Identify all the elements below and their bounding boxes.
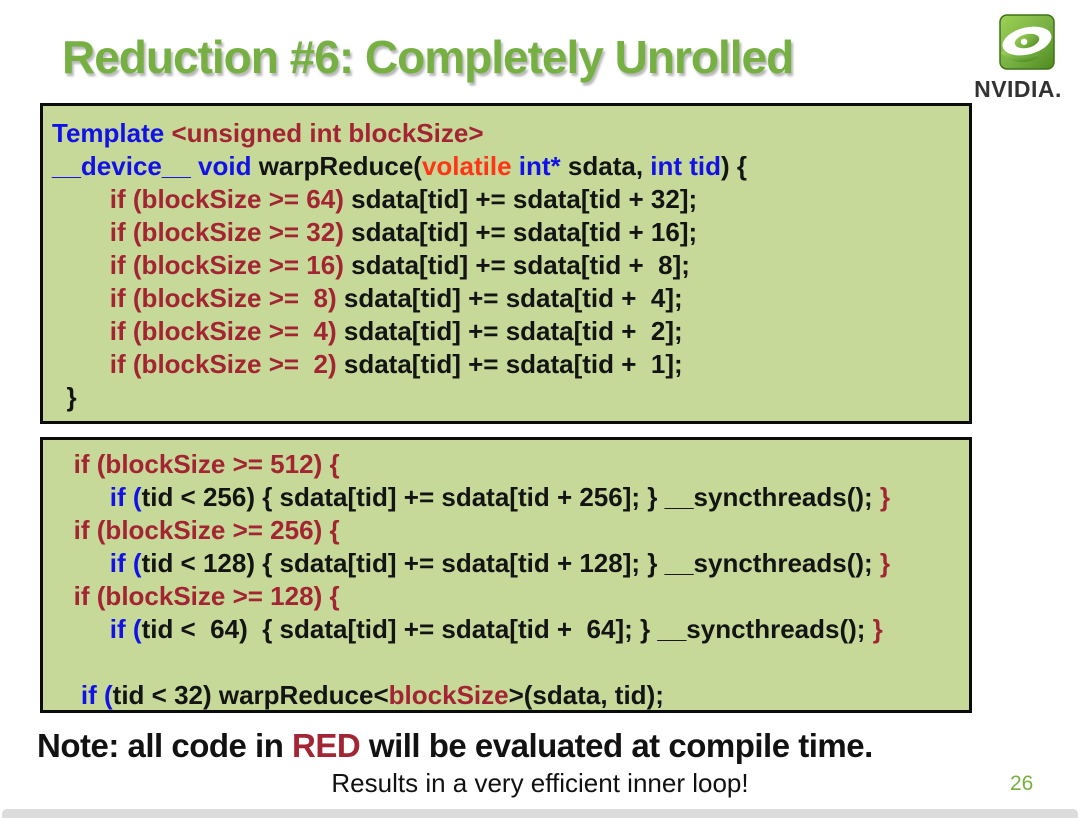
code-line: }: [52, 381, 969, 414]
code-segment: if (: [80, 680, 113, 710]
code-segment: [52, 548, 110, 578]
code-segment: [52, 349, 110, 379]
code-segment: [52, 449, 74, 479]
code-line: if (tid < 32) warpReduce<blockSize>(sdat…: [52, 679, 969, 710]
code-segment: }: [879, 482, 891, 512]
code-segment: __device__ void: [52, 151, 259, 181]
window-bottom-scrollbar[interactable]: [2, 809, 1078, 818]
code-line: if (blockSize >= 16) sdata[tid] += sdata…: [52, 249, 969, 282]
footer-caption: Results in a very efficient inner loop!: [331, 768, 749, 798]
code-line: if (blockSize >= 64) sdata[tid] += sdata…: [52, 183, 969, 216]
slide-title: Reduction #6: Completely Unrolled: [62, 31, 794, 83]
code-line: if (tid < 64) { sdata[tid] += sdata[tid …: [52, 613, 969, 646]
code-segment: if (: [109, 482, 142, 512]
code-segment: if (blockSize >= 8): [109, 283, 337, 313]
code-segment: ) {: [721, 151, 748, 181]
code-segment: volatile: [421, 151, 512, 181]
code-segment: blockSize: [388, 680, 509, 710]
note-text-prefix: Note: all code in: [37, 727, 293, 764]
code-line: if (blockSize >= 2) sdata[tid] += sdata[…: [52, 348, 969, 381]
code-segment: [52, 614, 110, 644]
code-segment: if (: [109, 548, 142, 578]
code-line: if (blockSize >= 256) {: [52, 514, 969, 547]
code-segment: if (blockSize >= 2): [109, 349, 337, 379]
code-segment: <unsigned int blockSize>: [171, 118, 484, 148]
nvidia-logo: NVIDIA.: [960, 14, 1076, 103]
code-segment: }: [879, 548, 891, 578]
compile-time-note: Note: all code in RED will be evaluated …: [37, 727, 873, 765]
code-box-warpreduce: Template <unsigned int blockSize>__devic…: [40, 103, 972, 424]
code-line: Template <unsigned int blockSize>: [52, 117, 969, 150]
code-segment: tid < 256) { sdata[tid] += sdata[tid + 2…: [141, 482, 880, 512]
code-segment: if (: [109, 614, 142, 644]
code-segment: [52, 482, 110, 512]
code-segment: sdata,: [560, 151, 651, 181]
code-line: if (blockSize >= 32) sdata[tid] += sdata…: [52, 216, 969, 249]
code-segment: [52, 184, 110, 214]
code-segment: if (blockSize >= 128) {: [73, 581, 340, 611]
code-segment: if (blockSize >= 256) {: [73, 515, 340, 545]
code-segment: int tid: [650, 151, 722, 181]
code-segment: sdata[tid] += sdata[tid + 4];: [336, 283, 683, 313]
code-segment: if (blockSize >= 32): [109, 217, 344, 247]
code-segment: sdata[tid] += sdata[tid + 1];: [336, 349, 683, 379]
code-segment: sdata[tid] += sdata[tid + 8];: [343, 250, 690, 280]
code-segment: int*: [518, 151, 561, 181]
code-segment: warpReduce(: [258, 151, 422, 181]
code-line: if (blockSize >= 512) {: [52, 448, 969, 481]
code-segment: tid < 64) { sdata[tid] += sdata[tid + 64…: [141, 614, 873, 644]
code-segment: [512, 151, 519, 181]
code-segment: }: [52, 382, 77, 412]
code-segment: tid < 32) warpReduce<: [112, 680, 389, 710]
code-line: if (tid < 256) { sdata[tid] += sdata[tid…: [52, 481, 969, 514]
nvidia-wordmark: NVIDIA.: [974, 76, 1062, 102]
code-line: if (blockSize >= 8) sdata[tid] += sdata[…: [52, 282, 969, 315]
code-box-unrolled: if (blockSize >= 512) { if (tid < 256) {…: [40, 437, 972, 713]
code-line: if (blockSize >= 128) {: [52, 580, 969, 613]
code-segment: if (blockSize >= 16): [109, 250, 344, 280]
code-segment: sdata[tid] += sdata[tid + 2];: [336, 316, 683, 346]
code-segment: if (blockSize >= 4): [109, 316, 337, 346]
code-segment: Template: [52, 118, 172, 148]
note-red-word: RED: [292, 727, 361, 764]
code-segment: [52, 581, 74, 611]
page-number: 26: [1010, 772, 1034, 795]
code-line: if (blockSize >= 4) sdata[tid] += sdata[…: [52, 315, 969, 348]
code-line: __device__ void warpReduce(volatile int*…: [52, 150, 969, 183]
note-text-suffix: will be evaluated at compile time.: [360, 727, 873, 764]
code-segment: >(sdata, tid);: [508, 680, 664, 710]
code-segment: [52, 283, 110, 313]
code-segment: [52, 217, 110, 247]
code-segment: [52, 250, 110, 280]
code-segment: [52, 515, 74, 545]
code-line: if (tid < 128) { sdata[tid] += sdata[tid…: [52, 547, 969, 580]
nvidia-eye-icon: [999, 14, 1055, 70]
code-segment: sdata[tid] += sdata[tid + 16];: [343, 217, 698, 247]
code-segment: [52, 316, 110, 346]
code-segment: }: [872, 614, 883, 644]
code-line: [52, 646, 969, 679]
code-segment: if (blockSize >= 512) {: [73, 449, 340, 479]
code-segment: tid < 128) { sdata[tid] += sdata[tid + 1…: [141, 548, 880, 578]
code-segment: sdata[tid] += sdata[tid + 32];: [343, 184, 698, 214]
code-segment: if (blockSize >= 64): [109, 184, 344, 214]
code-segment: [52, 680, 81, 710]
